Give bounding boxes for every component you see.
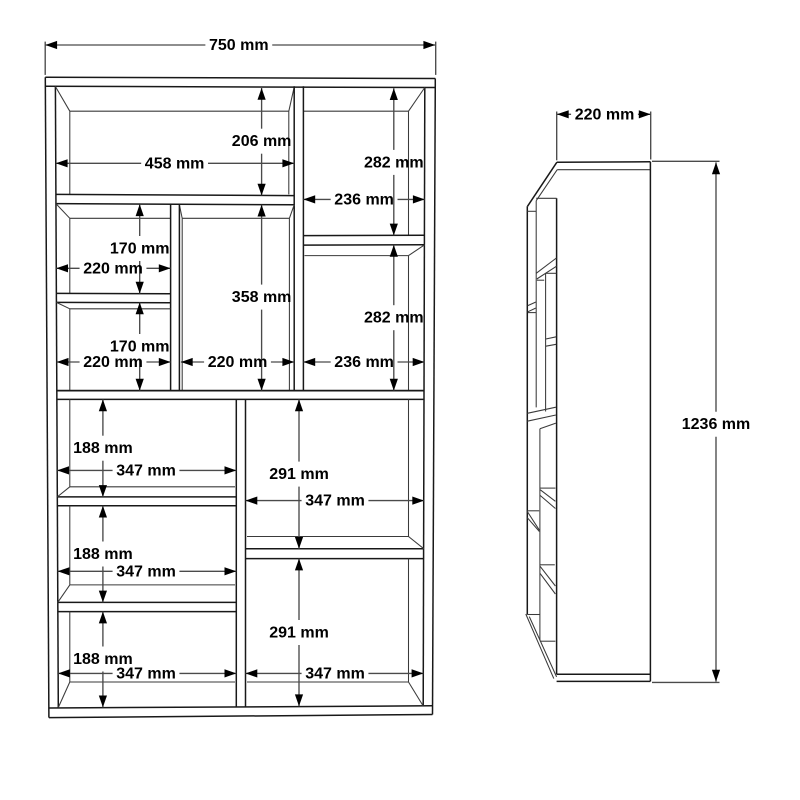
svg-text:347 mm: 347 mm bbox=[305, 493, 365, 510]
svg-text:206 mm: 206 mm bbox=[232, 133, 292, 150]
svg-text:220 mm: 220 mm bbox=[208, 354, 268, 371]
svg-text:282 mm: 282 mm bbox=[364, 154, 424, 171]
svg-text:291 mm: 291 mm bbox=[269, 466, 329, 483]
svg-text:1236 mm: 1236 mm bbox=[682, 416, 751, 433]
svg-text:347 mm: 347 mm bbox=[116, 563, 176, 580]
svg-text:750 mm: 750 mm bbox=[209, 37, 269, 54]
svg-text:220 mm: 220 mm bbox=[575, 106, 635, 123]
svg-text:358 mm: 358 mm bbox=[232, 289, 292, 306]
svg-text:282 mm: 282 mm bbox=[364, 310, 424, 327]
svg-text:188 mm: 188 mm bbox=[73, 546, 133, 563]
svg-text:347 mm: 347 mm bbox=[305, 665, 365, 682]
svg-text:220 mm: 220 mm bbox=[83, 354, 143, 371]
svg-text:347 mm: 347 mm bbox=[116, 462, 176, 479]
svg-text:170 mm: 170 mm bbox=[110, 339, 170, 356]
svg-text:188 mm: 188 mm bbox=[73, 651, 133, 668]
svg-text:236 mm: 236 mm bbox=[334, 191, 394, 208]
svg-text:458 mm: 458 mm bbox=[145, 155, 205, 172]
svg-text:291 mm: 291 mm bbox=[269, 625, 329, 642]
svg-text:347 mm: 347 mm bbox=[116, 665, 176, 682]
svg-text:236 mm: 236 mm bbox=[334, 354, 394, 371]
svg-text:170 mm: 170 mm bbox=[110, 241, 170, 258]
svg-text:220 mm: 220 mm bbox=[83, 260, 143, 277]
svg-text:188 mm: 188 mm bbox=[73, 440, 133, 457]
